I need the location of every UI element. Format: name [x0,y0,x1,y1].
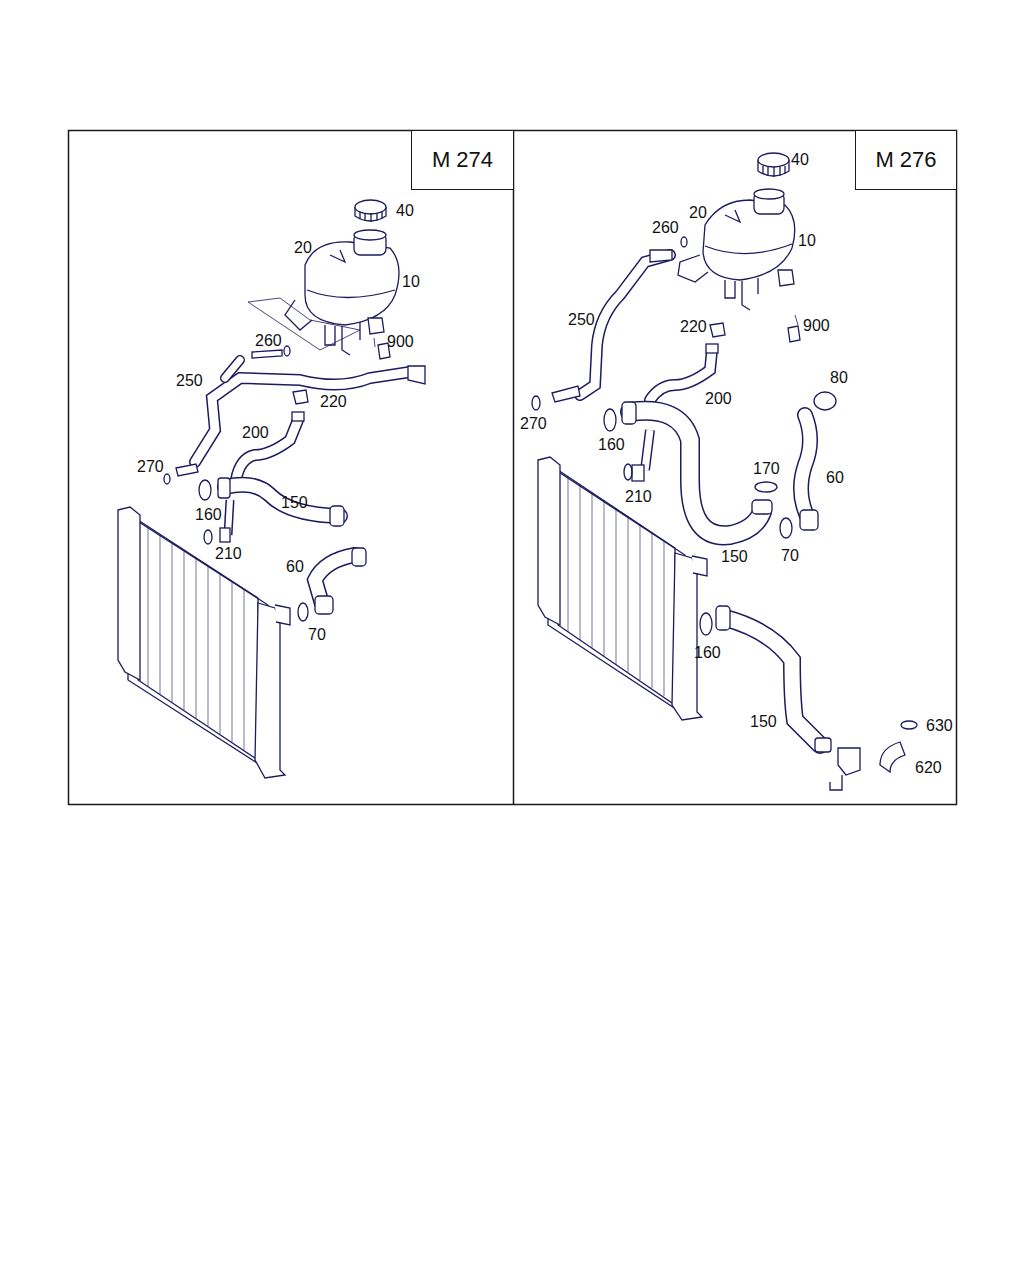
model-label: M 274 [432,147,493,173]
callout-number: 80 [829,369,849,387]
model-header-box: M 274 [411,130,514,190]
callout-number: 270 [519,415,548,433]
model-label: M 276 [875,147,936,173]
callout-number: 250 [175,372,204,390]
clip [710,323,725,337]
callout-number: 210 [214,545,243,563]
callout-number: 160 [194,506,223,524]
callout-number: 160 [597,436,626,454]
expansion-tank [678,189,800,342]
callout-number: 170 [752,460,781,478]
callout-number: 900 [802,317,831,335]
cap [355,200,386,222]
expansion-tank [248,230,399,359]
callout-number: 60 [285,558,305,576]
radiator [118,507,290,778]
callout-number: 630 [925,717,954,735]
callout-number: 250 [567,311,596,329]
callout-number: 150 [720,548,749,566]
callout-number: 200 [241,424,270,442]
hose [604,402,777,535]
model-header-box: M 276 [855,130,957,190]
hose [298,548,366,621]
callout-number: 220 [319,393,348,411]
frame [69,131,957,805]
callout-number: 260 [651,219,680,237]
radiator [538,457,707,720]
callout-number: 20 [688,204,708,222]
callout-number: 260 [254,332,283,350]
callout-number: 60 [825,469,845,487]
callout-number: 70 [780,547,800,565]
callout-number: 40 [395,202,415,220]
callout-number: 10 [401,273,421,291]
callout-number: 200 [704,390,733,408]
callout-number: 40 [790,151,810,169]
hose [164,346,425,484]
callout-number: 620 [914,759,943,777]
hose [780,392,836,538]
callout-number: 220 [679,318,708,336]
callout-number: 70 [307,626,327,644]
hose [236,412,304,480]
hose [700,606,917,790]
callout-number: 10 [797,232,817,250]
callout-number: 210 [624,488,653,506]
callout-number: 20 [293,239,313,257]
callout-number: 270 [136,458,165,476]
drawing [69,130,957,805]
clip [293,390,308,404]
cap [758,153,789,177]
callout-number: 150 [280,494,309,512]
callout-number: 900 [386,333,415,351]
callout-number: 160 [693,644,722,662]
callout-number: 150 [749,713,778,731]
divider [513,130,515,805]
